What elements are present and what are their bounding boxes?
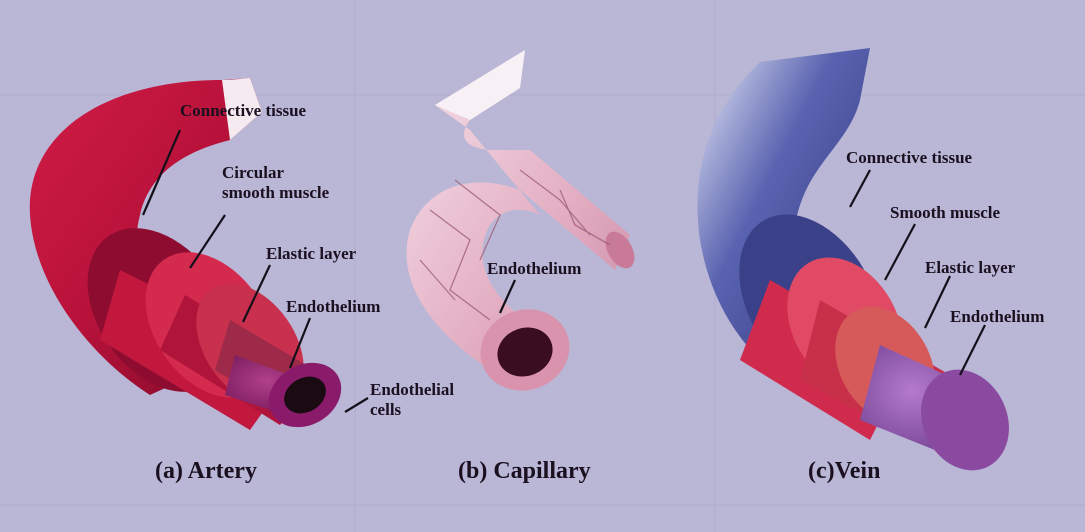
artery-endothelial-cells-label-line1: Endothelial [370,380,454,399]
artery-endothelium-label: Endothelium [286,297,380,316]
capillary-caption: (b) Capillary [458,458,591,485]
vein-smooth-muscle-label: Smooth muscle [890,203,1000,222]
artery-circular-smooth-muscle-label-line2: smooth muscle [222,183,329,202]
vein-connective-tissue-label: Connective tissue [846,148,972,167]
vein-endothelium-label: Endothelium [950,307,1044,326]
capillary-endothelium-label: Endothelium [487,259,581,278]
vein-caption: (c)Vein [808,458,880,485]
vein-elastic-layer-label: Elastic layer [925,258,1015,277]
artery-caption: (a) Artery [155,458,257,485]
artery-elastic-layer-label: Elastic layer [266,244,356,263]
artery-connective-tissue-label: Connective tissue [180,101,306,120]
capillary-illustration [407,50,641,403]
artery-endothelial-cells-label-line2: cells [370,400,401,419]
artery-circular-smooth-muscle-label-line1: Circular [222,163,284,182]
